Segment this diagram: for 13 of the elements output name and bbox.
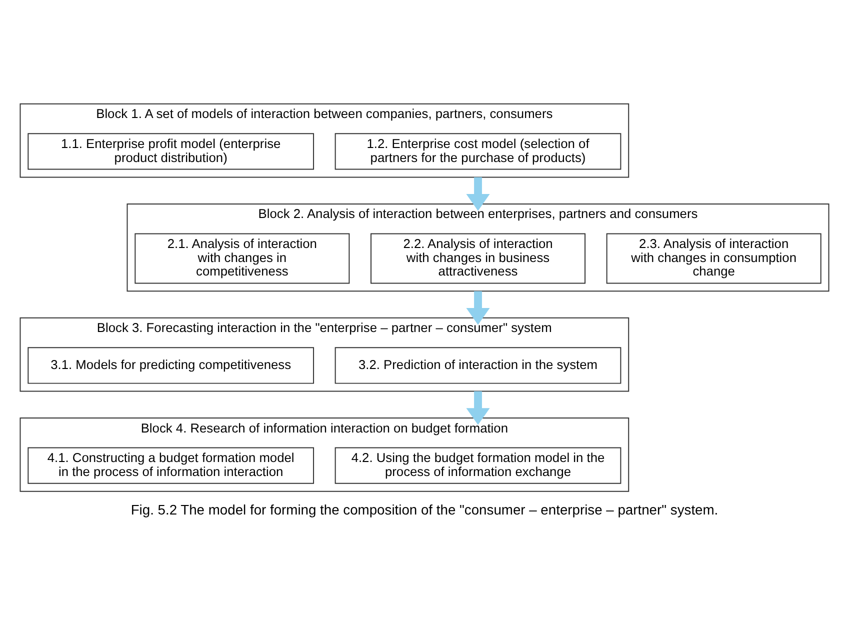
node-box: 2.2. Analysis of interaction with changes in business attractiveness [370, 233, 586, 284]
caption: Fig. 5.2 The model for forming the composition of the "consumer – enterprise – partner" system. [130, 501, 718, 518]
arrow [466, 291, 490, 325]
node-box: 3.1. Models for predicting competitiveness [28, 347, 314, 384]
node-box: 1.1. Enterprise profit model (enterprise product distribution) [28, 133, 314, 170]
node-box: 2.1. Analysis of interaction with changes in competitiveness [134, 233, 350, 284]
arrow [466, 391, 490, 425]
node-box: 1.2. Enterprise cost model (selection of partners for the purchase of products) [334, 133, 622, 170]
arrow [466, 177, 490, 211]
node-box: 4.2. Using the budget formation model in the process of information exchange [334, 447, 622, 484]
node-box: 3.2. Prediction of interaction in the system [334, 347, 622, 384]
node-box: 2.3. Analysis of interaction with changes in consumption change [606, 233, 822, 284]
node-box: 4.1. Constructing a budget formation model in the process of information interaction [28, 447, 314, 484]
